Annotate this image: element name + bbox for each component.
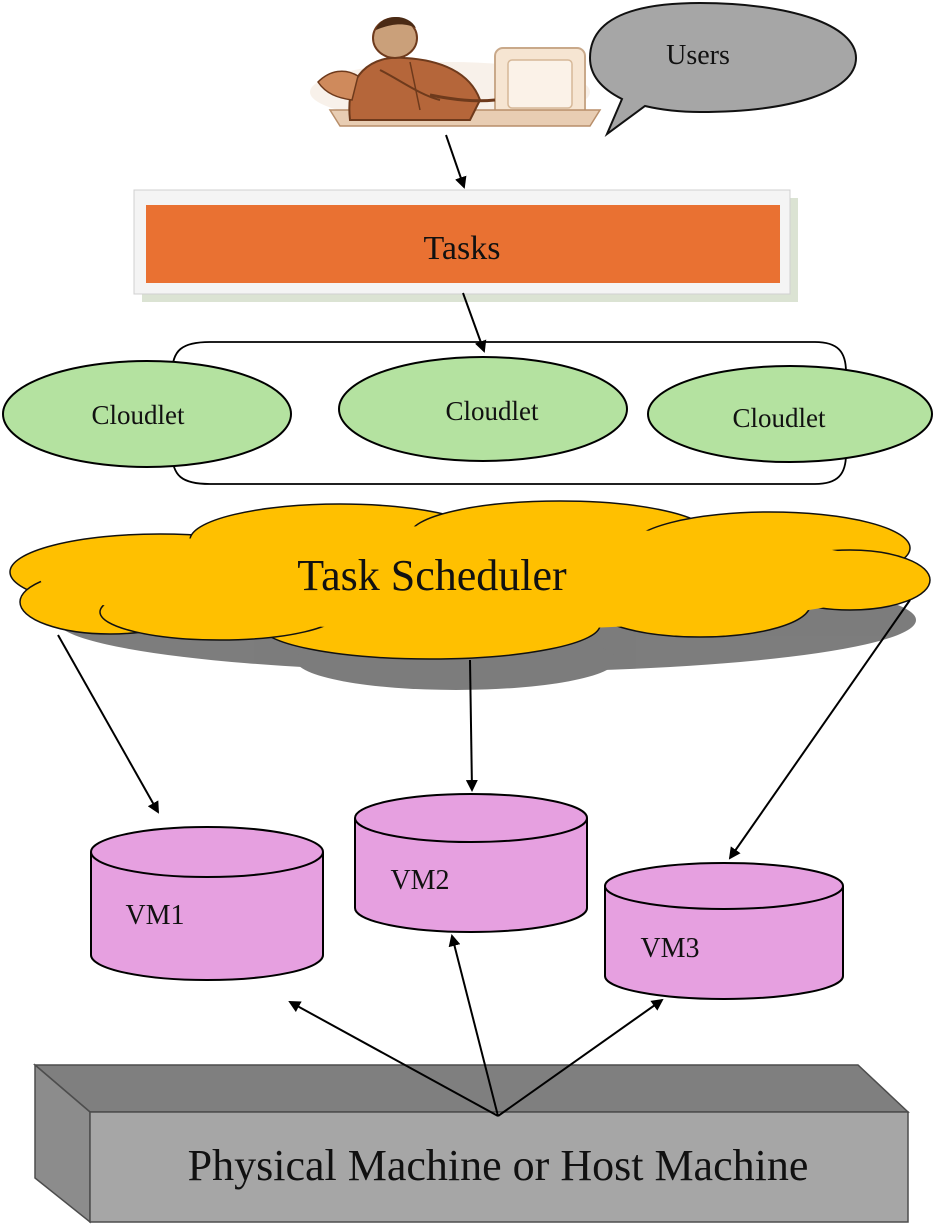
cloudlet-3: Cloudlet (647, 365, 933, 463)
task-scheduler-label: Task Scheduler (297, 551, 567, 600)
host-machine-block: Physical Machine or Host Machine (32, 1063, 910, 1224)
tasks-box: Tasks (133, 189, 798, 302)
vm1-label: VM1 (125, 900, 184, 931)
users-label: Users (666, 40, 730, 71)
arrow-scheduler-to-vm3 (728, 599, 911, 860)
vm2-cylinder: VM2 (354, 793, 588, 933)
cloudlet-group-brace (171, 341, 847, 485)
cloudlet-3-label: Cloudlet (733, 403, 826, 433)
host-front-face (89, 1111, 909, 1223)
arrow-users-to-tasks (445, 134, 467, 189)
cloudlet-2: Cloudlet (338, 356, 628, 462)
user-at-computer-icon (310, 16, 602, 127)
vm2-label: VM2 (390, 865, 449, 896)
arrow-host-to-vm2 (448, 934, 499, 1117)
tasks-bar (146, 205, 780, 283)
users-speech-bubble: Users (588, 1, 858, 137)
arrow-host-to-vm1 (288, 1001, 499, 1117)
vm1-cylinder: VM1 (90, 826, 324, 981)
task-scheduler-cloud: Task Scheduler (9, 500, 931, 690)
vm3-cylinder: VM3 (604, 862, 844, 1000)
cloudlet-2-label: Cloudlet (446, 396, 539, 426)
arrow-host-to-vm3 (497, 998, 664, 1117)
arrow-scheduler-to-vm1 (57, 634, 159, 814)
tasks-label: Tasks (424, 230, 501, 267)
users-bubble-shape (588, 1, 858, 137)
host-top-face (32, 1064, 910, 1113)
vm3-label: VM3 (640, 933, 699, 964)
cloudlet-1-label: Cloudlet (92, 400, 185, 430)
host-machine-label: Physical Machine or Host Machine (188, 1141, 809, 1190)
arrow-scheduler-to-vm2 (465, 659, 478, 792)
cloudlet-1: Cloudlet (2, 360, 292, 468)
